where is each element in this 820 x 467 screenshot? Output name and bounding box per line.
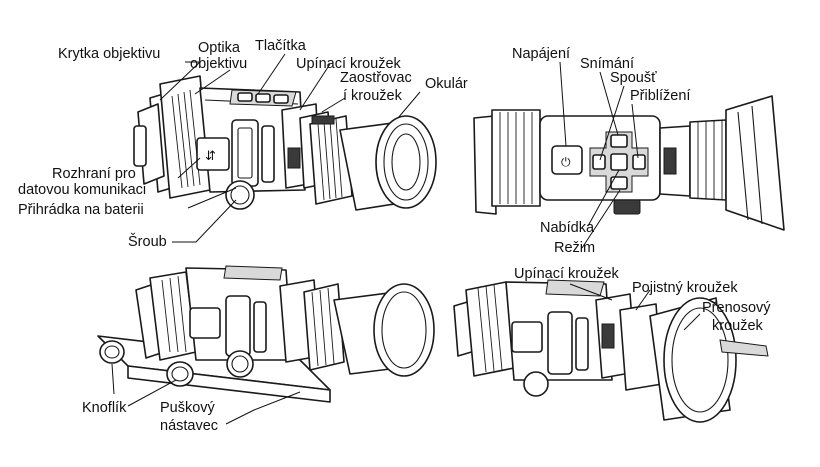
- zoom-button-shape: [632, 154, 646, 170]
- label-zoom: Přiblížení: [630, 88, 690, 104]
- label-battery: Přihrádka na baterii: [18, 202, 144, 218]
- label-rifle-line1: Puškový: [160, 400, 216, 416]
- label-objective-line2: objektivu: [190, 56, 247, 72]
- side-view-figure: ⇵ Krytka objektivu Op: [18, 38, 468, 250]
- shutter-button-shape: [592, 154, 606, 170]
- label-power: Napájení: [512, 46, 570, 62]
- label-data-port-line1: Rozhraní pro: [52, 166, 136, 182]
- label-adapter-line2: kroužek: [712, 318, 764, 334]
- label-rifle-line2: nástavec: [160, 418, 218, 434]
- svg-text:⇵: ⇵: [205, 148, 216, 163]
- eyepiece-shape: [375, 115, 437, 209]
- label-focus-line1: Zaostřovac: [340, 70, 412, 86]
- label-adapter-mount-ring: Upínací kroužek: [514, 266, 620, 282]
- capture-button-shape: [610, 134, 628, 148]
- label-mount-ring: Upínací kroužek: [296, 56, 402, 72]
- label-buttons: Tlačítka: [255, 38, 307, 54]
- label-screw: Šroub: [128, 233, 167, 250]
- label-data-port-line2: datovou komunikaci: [18, 182, 146, 198]
- rail-view-figure: Knoflík Puškový nástavec: [82, 265, 435, 434]
- knob-front-shape: [99, 340, 125, 364]
- top-view-figure: ⏻ Napájení Snímání Spoušť Přiblížení Na: [473, 46, 785, 256]
- power-button-shape: [551, 145, 583, 175]
- label-lens-cover: Krytka objektivu: [58, 46, 160, 62]
- screw-shape: [225, 180, 255, 210]
- label-shutter: Spoušť: [610, 70, 657, 86]
- knob-rear-shape: [166, 361, 194, 387]
- label-capture: Snímání: [580, 56, 634, 72]
- battery-compartment-shape: [231, 119, 259, 187]
- label-adapter-line1: Přenosový: [702, 300, 771, 316]
- label-lock-ring: Pojistný kroužek: [632, 280, 738, 296]
- data-port-shape: [196, 137, 230, 171]
- label-focus-line2: í kroužek: [343, 88, 403, 104]
- label-mode: Režim: [554, 240, 595, 256]
- adapter-view-figure: Upínací kroužek Pojistný kroužek Přenoso…: [453, 266, 771, 423]
- label-knob: Knoflík: [82, 400, 127, 416]
- label-menu: Nabídka: [540, 220, 595, 236]
- mode-button-shape: [610, 176, 628, 190]
- label-eyepiece: Okulár: [425, 76, 468, 92]
- menu-button-shape: [610, 153, 628, 171]
- adapter-ring-shape: [663, 297, 737, 423]
- label-objective-line1: Optika: [198, 40, 241, 56]
- svg-text:⏻: ⏻: [561, 155, 571, 169]
